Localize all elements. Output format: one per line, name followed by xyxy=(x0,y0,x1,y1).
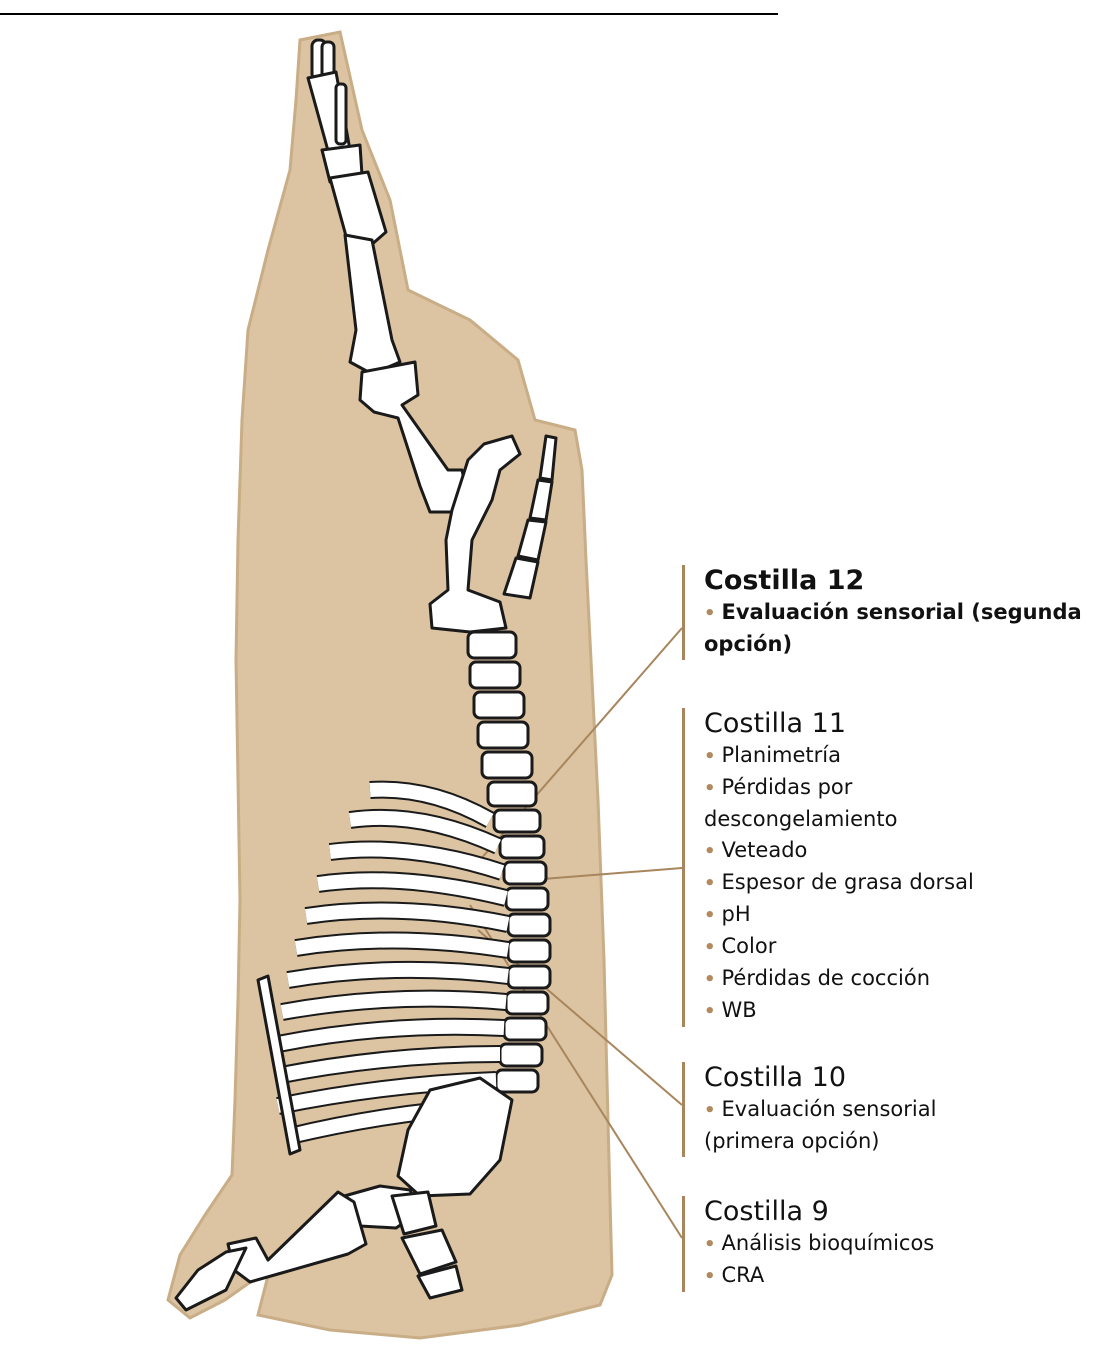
item-text: pH xyxy=(722,902,751,926)
costilla-12-title: Costilla 12 xyxy=(704,565,1094,597)
item-text: Pérdidas por descongelamiento xyxy=(704,775,897,831)
label-group-costilla-10: Costilla 10 •Evaluación sensorial (prime… xyxy=(682,1062,974,1157)
costilla-12-items: •Evaluación sensorial (segunda opción) xyxy=(704,597,1094,660)
bullet-icon: • xyxy=(704,937,716,958)
bullet-icon: • xyxy=(704,873,716,894)
item-text: Veteado xyxy=(722,838,808,862)
list-item: •Evaluación sensorial (primera opción) xyxy=(704,1094,974,1157)
label-group-costilla-12: Costilla 12 •Evaluación sensorial (segun… xyxy=(682,565,1094,660)
bullet-icon: • xyxy=(704,746,716,767)
bullet-icon: • xyxy=(704,969,716,990)
costilla-10-items: •Evaluación sensorial (primera opción) xyxy=(704,1094,974,1157)
item-text: CRA xyxy=(722,1263,765,1287)
list-item: • WB xyxy=(704,995,974,1027)
bullet-icon: • xyxy=(704,603,716,624)
list-item: •Evaluación sensorial (segunda opción) xyxy=(704,597,1094,660)
bullet-icon: • xyxy=(704,1001,716,1022)
list-item: • Veteado xyxy=(704,835,974,867)
item-text: Espesor de grasa dorsal xyxy=(722,870,974,894)
list-item: •Pérdidas por descongelamiento xyxy=(704,772,944,835)
list-item: • Análisis bioquímicos xyxy=(704,1228,934,1260)
item-text: Evaluación sensorial (primera opción) xyxy=(704,1097,936,1153)
list-item: • pH xyxy=(704,899,974,931)
list-item: • Color xyxy=(704,931,974,963)
item-text: Evaluación sensorial (segunda opción) xyxy=(704,600,1082,656)
costilla-9-items: • Análisis bioquímicos • CRA xyxy=(704,1228,934,1292)
label-group-costilla-9: Costilla 9 • Análisis bioquímicos • CRA xyxy=(682,1196,934,1292)
carcass-silhouette xyxy=(168,32,612,1338)
costilla-9-title: Costilla 9 xyxy=(704,1196,934,1228)
bullet-icon: • xyxy=(704,778,716,799)
item-text: Color xyxy=(722,934,777,958)
item-text: WB xyxy=(722,998,757,1022)
bullet-icon: • xyxy=(704,1100,716,1121)
costilla-11-items: •Planimetría •Pérdidas por descongelamie… xyxy=(704,740,974,1027)
bullet-icon: • xyxy=(704,1234,716,1255)
item-text: Planimetría xyxy=(722,743,841,767)
list-item: • Pérdidas de cocción xyxy=(704,963,974,995)
bullet-icon: • xyxy=(704,841,716,862)
item-text: Pérdidas de cocción xyxy=(722,966,930,990)
costilla-10-title: Costilla 10 xyxy=(704,1062,974,1094)
bullet-icon: • xyxy=(704,1266,716,1287)
list-item: • Espesor de grasa dorsal xyxy=(704,867,974,899)
label-group-costilla-11: Costilla 11 •Planimetría •Pérdidas por d… xyxy=(682,708,974,1027)
list-item: • CRA xyxy=(704,1260,934,1292)
item-text: Análisis bioquímicos xyxy=(722,1231,935,1255)
costilla-11-title: Costilla 11 xyxy=(704,708,974,740)
list-item: • Planimetría xyxy=(704,740,974,772)
bullet-icon: • xyxy=(704,905,716,926)
